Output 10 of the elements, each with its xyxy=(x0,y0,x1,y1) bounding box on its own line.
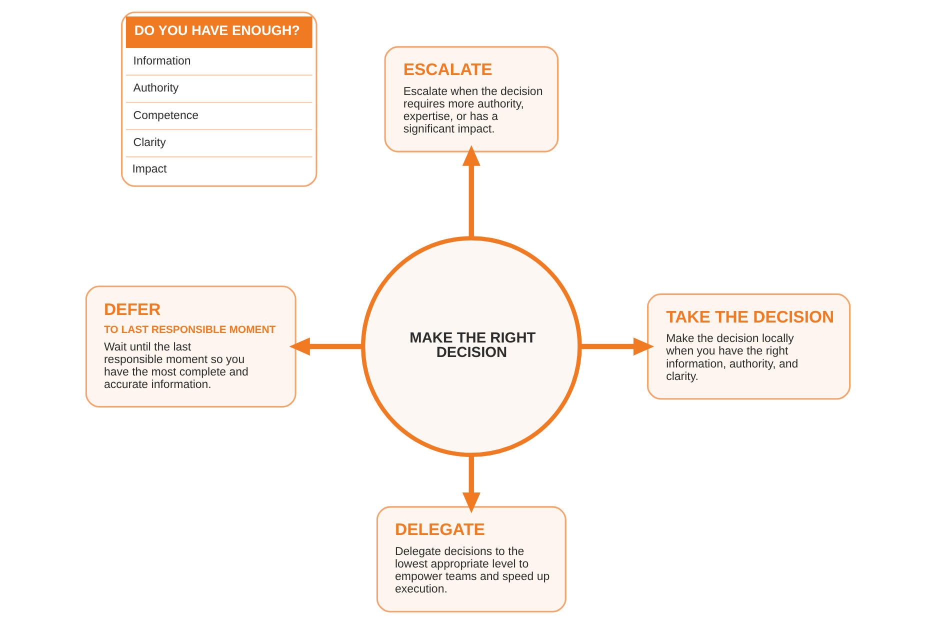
arrow xyxy=(580,338,654,356)
node-box: TAKE THE DECISION Make the decision locally when you have the right information, authority, and clarity. xyxy=(647,293,851,400)
arrow xyxy=(289,338,364,356)
node-box: ESCALATE Escalate when the decision requires more authority, expertise, or has a significant impact. xyxy=(384,46,559,152)
arrow xyxy=(462,454,480,514)
node-box: DEFER TO LAST RESPONSIBLE MOMENT Wait until the last responsible moment so you have the most complete and accurate information. xyxy=(85,286,296,408)
node-circle: MAKE THE RIGHT DECISION xyxy=(360,236,582,457)
node-box: DO YOU HAVE ENOUGH? Information Authority Competence Clarity Impact xyxy=(121,12,318,187)
arrow xyxy=(462,145,480,238)
node-box: DELEGATE Delegate decisions to the lowest appropriate level to empower teams and speed up execution. xyxy=(376,506,566,612)
